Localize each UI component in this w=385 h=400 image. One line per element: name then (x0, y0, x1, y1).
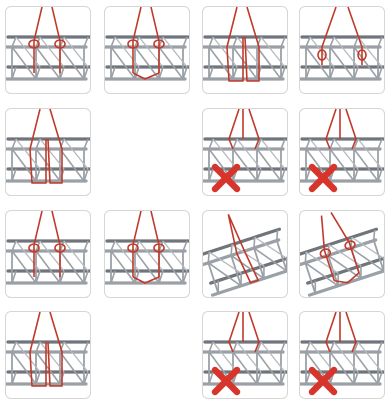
vertical-member (305, 263, 315, 293)
rigging-illustration (300, 211, 385, 298)
sling-group (326, 109, 356, 149)
rigging-tile-r4-c3 (202, 311, 288, 399)
rigging-illustration (203, 211, 288, 298)
truss-section (203, 229, 288, 295)
sling (249, 109, 259, 149)
truss-section (300, 229, 385, 295)
diagonal-member (257, 47, 281, 79)
sling-group (30, 109, 62, 183)
diagonal-member (60, 47, 84, 79)
rigging-tile-r4-c1 (5, 311, 91, 399)
diagonal-member (354, 149, 378, 181)
sling-group (229, 312, 259, 352)
rigging-illustration (203, 109, 288, 196)
diagonal-member (36, 251, 60, 283)
diagonal-member (257, 149, 281, 181)
sling (229, 109, 239, 149)
truss-section (105, 37, 189, 79)
sling-group (227, 7, 259, 81)
rigging-illustration (105, 211, 190, 298)
rigging-illustration (6, 312, 91, 399)
sling-group (29, 7, 65, 73)
sling-group (30, 312, 62, 386)
sling (346, 109, 356, 149)
rigging-tile-r4-c4 (299, 311, 385, 399)
truss-section (6, 37, 90, 79)
truss-section (203, 342, 287, 384)
truss-section (300, 342, 384, 384)
diagonal-member (257, 352, 281, 384)
rigging-tile-r3-c2 (104, 210, 190, 298)
rigging-tile-r1-c2 (104, 6, 190, 94)
top-chord-front (300, 240, 376, 265)
diagonal-member (159, 251, 183, 283)
diagonal-member (159, 47, 183, 79)
rigging-tile-r1-c1 (5, 6, 91, 94)
diagonal-member (354, 352, 378, 384)
rigging-illustration (6, 211, 91, 298)
rigging-tile-r3-c1 (5, 210, 91, 298)
rigging-tile-r2-c4 (299, 108, 385, 196)
truss-section (300, 37, 384, 79)
rigging-illustration (105, 7, 190, 94)
truss-section (6, 241, 90, 283)
rigging-tile-r2-c1 (5, 108, 91, 196)
truss-section (105, 241, 189, 283)
rigging-illustration (300, 109, 385, 196)
rigging-illustration (203, 7, 288, 94)
rigging-tile-r3-c3 (202, 210, 288, 298)
rigging-illustration (203, 312, 288, 399)
rigging-tile-r1-c3 (202, 6, 288, 94)
rigging-illustration (300, 7, 385, 94)
sling (326, 312, 336, 352)
diagonal-member (36, 47, 60, 79)
diagonal-member (12, 251, 36, 283)
rigging-tile-r1-c4 (299, 6, 385, 94)
rigging-illustration (6, 109, 91, 196)
sling (326, 109, 336, 149)
rigging-illustration (300, 312, 385, 399)
rigging-tile-r3-c4 (299, 210, 385, 298)
diagonal-member (111, 47, 135, 79)
sling-group (326, 312, 356, 352)
sling (229, 312, 239, 352)
diagonal-member (60, 352, 84, 384)
rigging-tile-r2-c3 (202, 108, 288, 196)
sling (249, 312, 259, 352)
diagonal-member (330, 47, 354, 79)
sling-group (229, 109, 259, 149)
diagonal-member (12, 47, 36, 79)
vertical-member (208, 263, 218, 293)
diagonal-member (60, 149, 84, 181)
sling (346, 312, 356, 352)
diagonal-member (60, 251, 84, 283)
truss-section (203, 139, 287, 181)
truss-section (300, 139, 384, 181)
rigging-illustration (6, 7, 91, 94)
diagonal-member (111, 251, 135, 283)
sling-group (29, 211, 65, 277)
